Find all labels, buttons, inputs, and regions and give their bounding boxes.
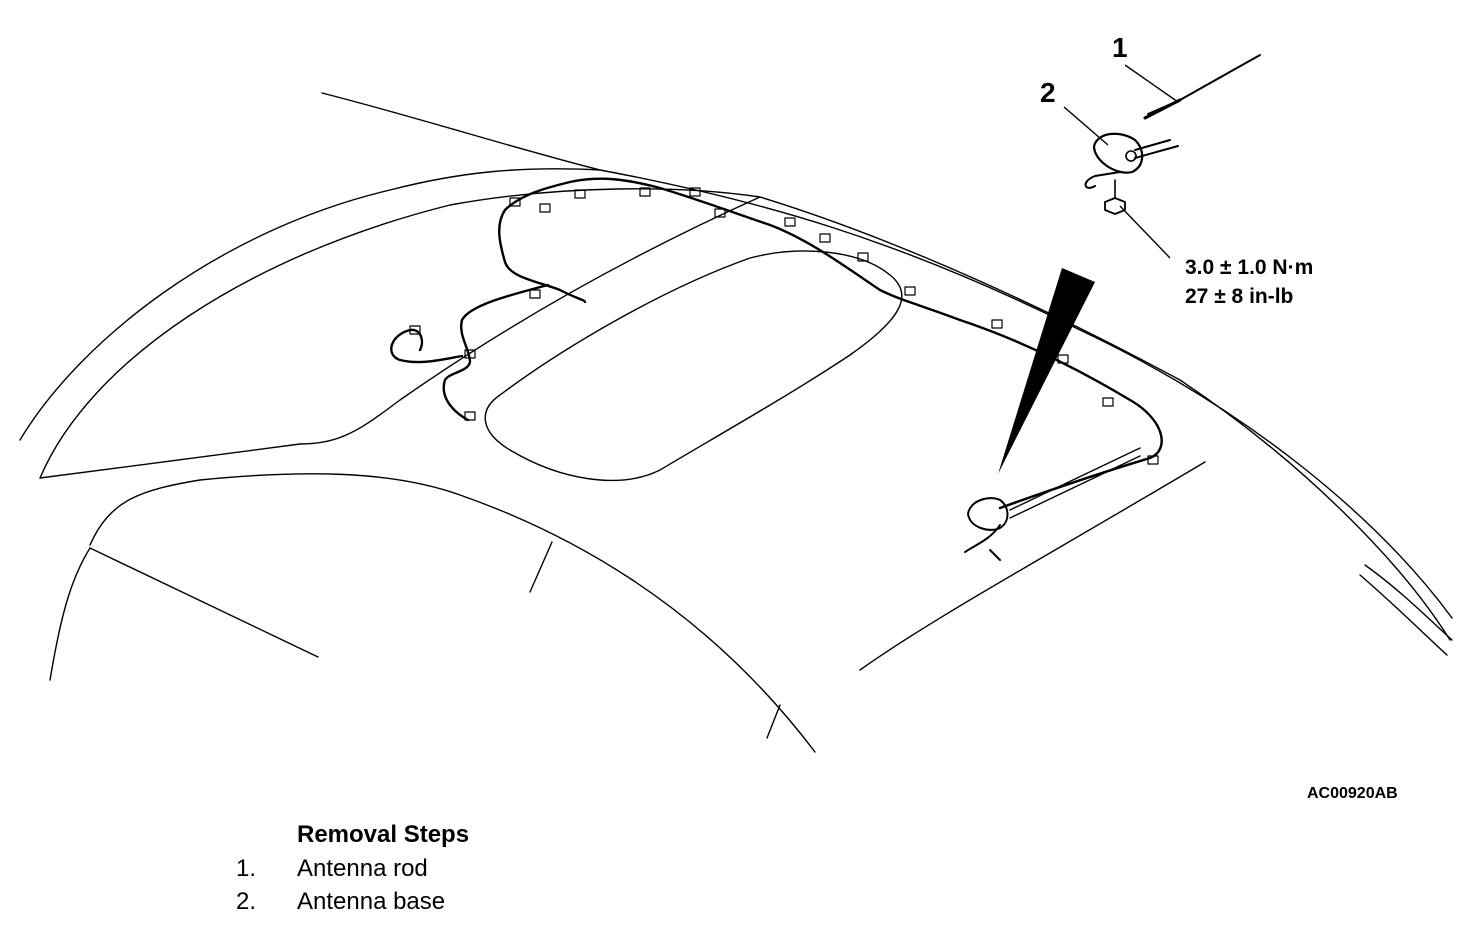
roof-panel-line [39, 196, 761, 479]
roof-rear-edge [759, 196, 1451, 641]
harness-clips [409, 187, 1159, 465]
antenna-lead [1084, 139, 1179, 189]
roof-outline-front [19, 168, 601, 441]
antenna-base [1092, 132, 1144, 174]
body-line-b [89, 473, 816, 753]
step-label: Antenna rod [297, 855, 428, 882]
side-edge-right [1364, 564, 1453, 641]
body-line-d [49, 547, 91, 681]
body-line-c [89, 547, 319, 658]
sunroof-panel [484, 250, 903, 482]
body-line-f [766, 704, 781, 739]
torque-spec-metric: 3.0 ± 1.0 N·m [1185, 256, 1314, 279]
figure-id: AC00920AB [1307, 785, 1398, 802]
callout-1-label: 1 [1112, 32, 1128, 63]
antenna-base-stud [1125, 150, 1137, 162]
antenna-nut [1104, 197, 1126, 215]
step-label: Antenna base [297, 888, 446, 915]
torque-leader [1119, 205, 1171, 259]
installed-antenna-rod [1009, 447, 1141, 519]
antenna-rod-tip [1143, 98, 1182, 120]
torque-spec-imperial: 27 ± 8 in-lb [1185, 285, 1294, 308]
callout-2-label: 2 [1040, 77, 1056, 108]
step-number: 2. [236, 888, 257, 915]
body-line-a [859, 461, 1206, 671]
installed-antenna-lead [964, 524, 1001, 561]
roof-outline-upper [321, 92, 1453, 619]
installed-antenna-base [967, 497, 1009, 531]
wiring-harness-branch [390, 283, 550, 422]
location-pointer [998, 268, 1095, 474]
side-edge-right-2 [1359, 574, 1448, 656]
wiring-harness [498, 177, 1163, 510]
removal-steps-title: Removal Steps [297, 821, 470, 848]
step-number: 1. [236, 855, 257, 882]
antenna-rod [1147, 54, 1261, 115]
callout-2-leader [1063, 106, 1109, 146]
body-line-e [529, 541, 553, 593]
callout-1-leader [1124, 64, 1179, 103]
